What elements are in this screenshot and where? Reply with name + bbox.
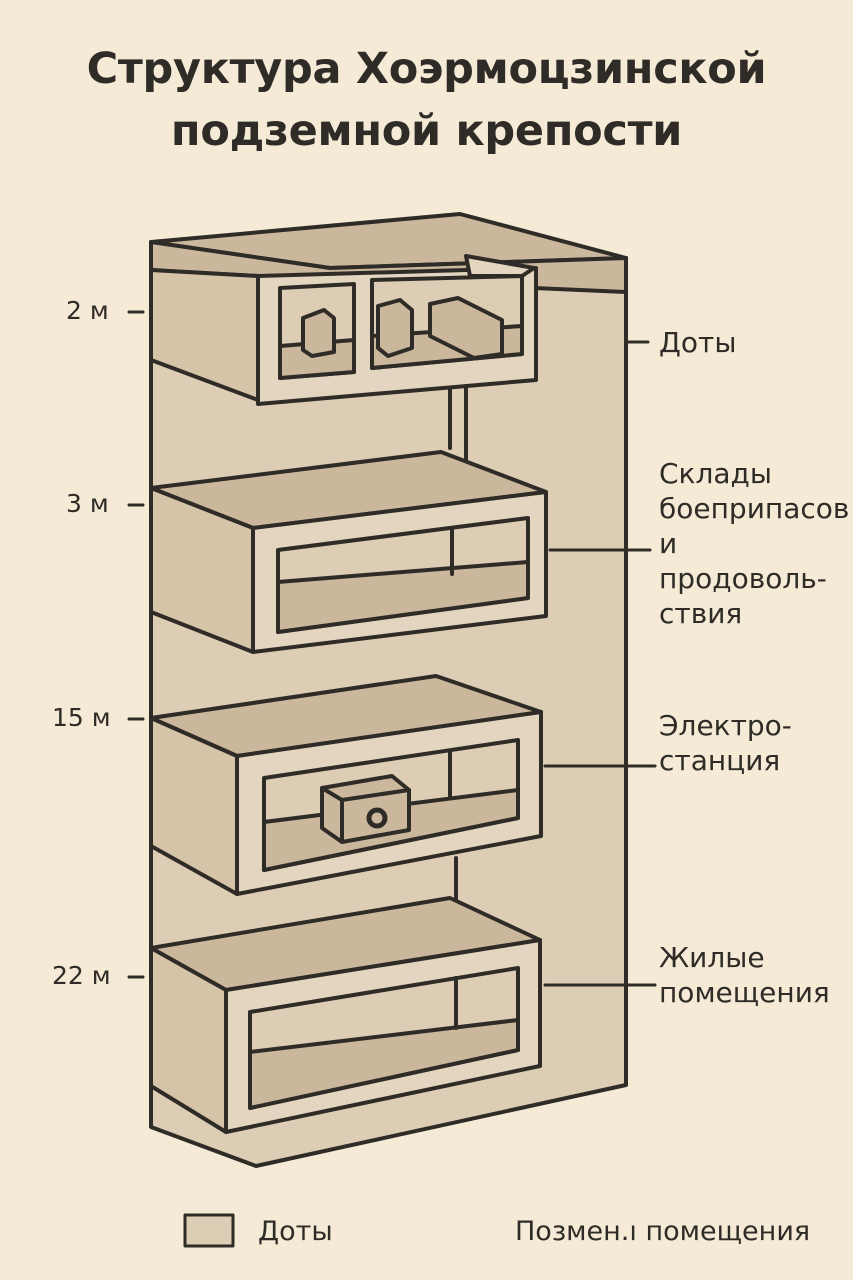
legend-label-underground-rooms: Позмен.ı помещения [515,1216,811,1247]
level-storage-chamber [149,450,548,654]
depth-label-3m: 3 м [66,489,109,518]
level-living-chamber [149,896,542,1134]
legend-swatch-dots [183,1213,235,1248]
callout-power-station: Электро- станция [659,709,792,777]
level-power-station-chamber [149,674,543,896]
generator-box [320,774,411,844]
callout-dots: Доты [659,326,737,359]
callout-storage: Склады боеприпасов и продоволь- ствия [659,457,850,630]
legend-label-dots: Доты [258,1216,333,1247]
depth-label-22m: 22 м [52,961,111,990]
title-line-2: подземной крепости [170,106,683,156]
diagram-title: Структура Хоэрмоцзинской подземной крепо… [0,38,853,162]
callout-living-quarters: Жилые помещения [659,941,830,1009]
depth-label-15m: 15 м [52,703,111,732]
level-dots-chamber [149,240,628,406]
depth-label-2m: 2 м [66,296,109,325]
title-line-1: Структура Хоэрмоцзинской [86,44,767,94]
